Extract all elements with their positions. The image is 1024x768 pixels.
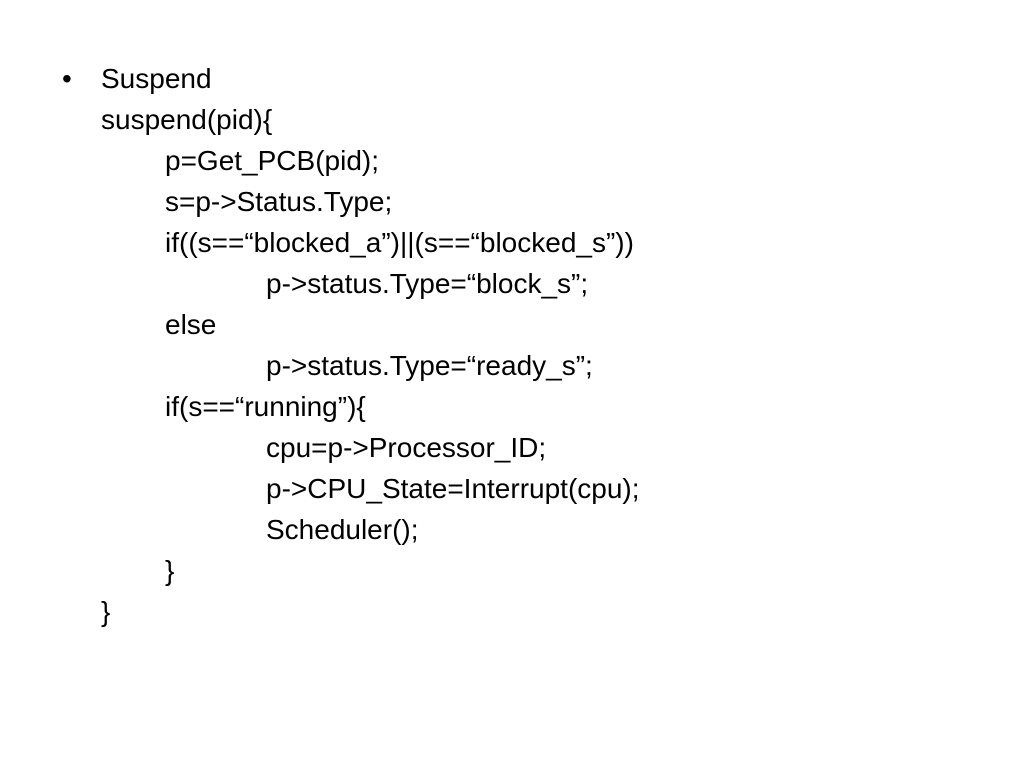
code-line: s=p->Status.Type; (165, 186, 393, 217)
code-line: p->CPU_State=Interrupt(cpu); (266, 473, 640, 504)
code-line: suspend(pid){ (101, 104, 273, 135)
code-line: p=Get_PCB(pid); (165, 145, 379, 176)
bullet-content: Suspend suspend(pid){ p=Get_PCB(pid); s=… (101, 58, 640, 632)
slide-heading: Suspend (101, 63, 212, 94)
code-line: } (101, 596, 111, 627)
code-line: } (165, 555, 175, 586)
code-line: if(s==“running”){ (165, 391, 366, 422)
code-line: p->status.Type=“block_s”; (266, 268, 589, 299)
bullet-dot: • (62, 63, 72, 94)
code-line: p->status.Type=“ready_s”; (266, 350, 593, 381)
code-line: if((s==“blocked_a”)||(s==“blocked_s”)) (165, 227, 634, 258)
code-line: else (165, 309, 217, 340)
code-line: Scheduler(); (266, 514, 419, 545)
code-line: cpu=p->Processor_ID; (266, 432, 547, 463)
